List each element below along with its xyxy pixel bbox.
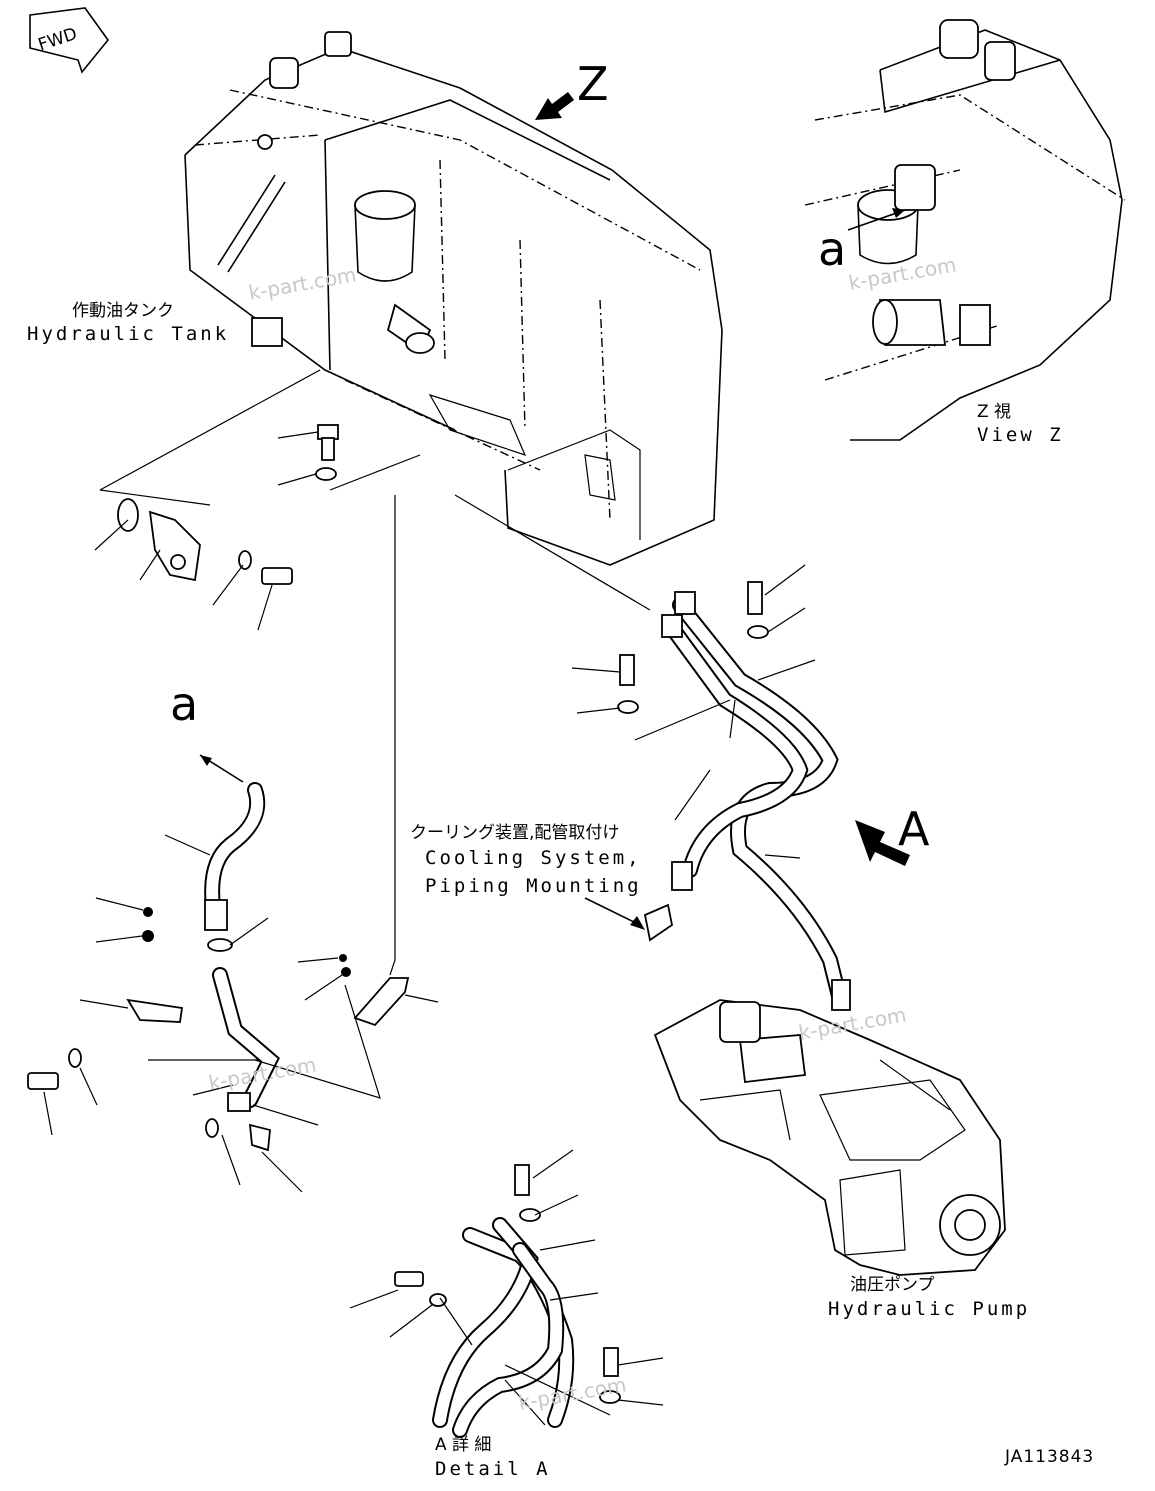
watermark-1: k-part.com (247, 262, 358, 305)
view-z-arrow: Z (535, 57, 609, 120)
detail-a-drawing (349, 1149, 664, 1438)
detail-a-jp-label: A 詳 細 (435, 1435, 491, 1455)
detail-a-arrow: A (855, 802, 930, 866)
cooling-en-label-2: Piping Mounting (425, 875, 642, 897)
hydraulic-tank-jp-label: 作動油タンク (72, 301, 174, 321)
main-hoses (571, 564, 851, 1011)
fwd-badge: FWD (29, 7, 110, 74)
flange-assembly (94, 498, 293, 631)
view-z-en-label: View Z (977, 424, 1064, 446)
hydraulic-tank-en-label: Hydraulic Tank (27, 323, 229, 345)
pump-jp-label: 油圧ポンプ (850, 1275, 935, 1295)
pump-en-label: Hydraulic Pump (828, 1298, 1030, 1320)
fwd-label: FWD (36, 24, 80, 55)
drawing-number: JA113843 (1004, 1447, 1094, 1467)
hydraulic-pump (653, 999, 1006, 1276)
view-z-inset (804, 19, 1126, 441)
detail-a-en-label: Detail A (435, 1458, 551, 1480)
detail-a-marker: A (898, 802, 930, 856)
assembly-leader-lines (99, 369, 651, 976)
port-a-view-marker: a (818, 222, 846, 276)
cooling-arrow (584, 897, 673, 942)
cooling-jp-label: クーリング装置,配管取付け (410, 823, 619, 843)
tank-bolts (277, 424, 339, 486)
hydraulic-tank (184, 31, 723, 566)
suction-hose (164, 782, 266, 931)
return-pipe (192, 917, 319, 1193)
watermark-2: k-part.com (847, 252, 958, 295)
view-z-marker: Z (577, 57, 609, 111)
port-a-marker: a (170, 677, 198, 731)
bracket-parts (27, 897, 439, 1136)
cooling-en-label-1: Cooling System, (425, 847, 642, 869)
view-z-jp-label: Z 視 (977, 402, 1011, 422)
